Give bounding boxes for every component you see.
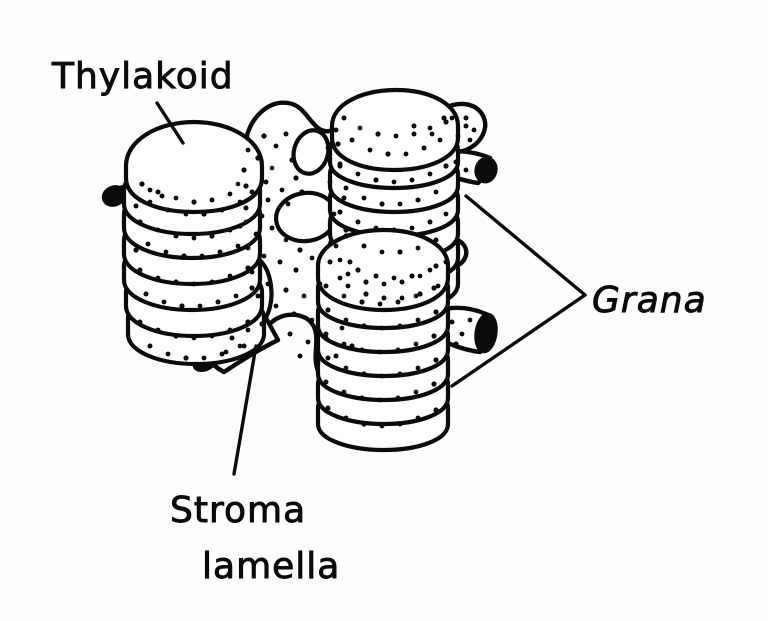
granum-top-disc [315,227,451,313]
stroma-lamella-leader-line [232,344,258,476]
left-granum [121,119,267,367]
lower-right-granum [315,227,451,453]
label-grana: Grana [592,280,707,321]
fenestration-small-upper [291,128,331,176]
annotation-leaders [155,101,587,476]
granum-top-disc [123,119,265,215]
label-thylakoid: Thylakoid [51,56,234,97]
grana-leader-upper [464,194,587,297]
grana-leader-lower [450,293,587,388]
stipple-texture [133,115,477,429]
label-stroma-line1: Stroma [170,490,306,531]
lamella-tube-lower-right-cap [474,312,498,354]
thylakoid-leader-line [155,101,185,145]
granum-top-disc [329,87,461,173]
lamella-tube-right-cap [474,156,498,184]
label-stroma-line2: lamella [202,546,340,587]
